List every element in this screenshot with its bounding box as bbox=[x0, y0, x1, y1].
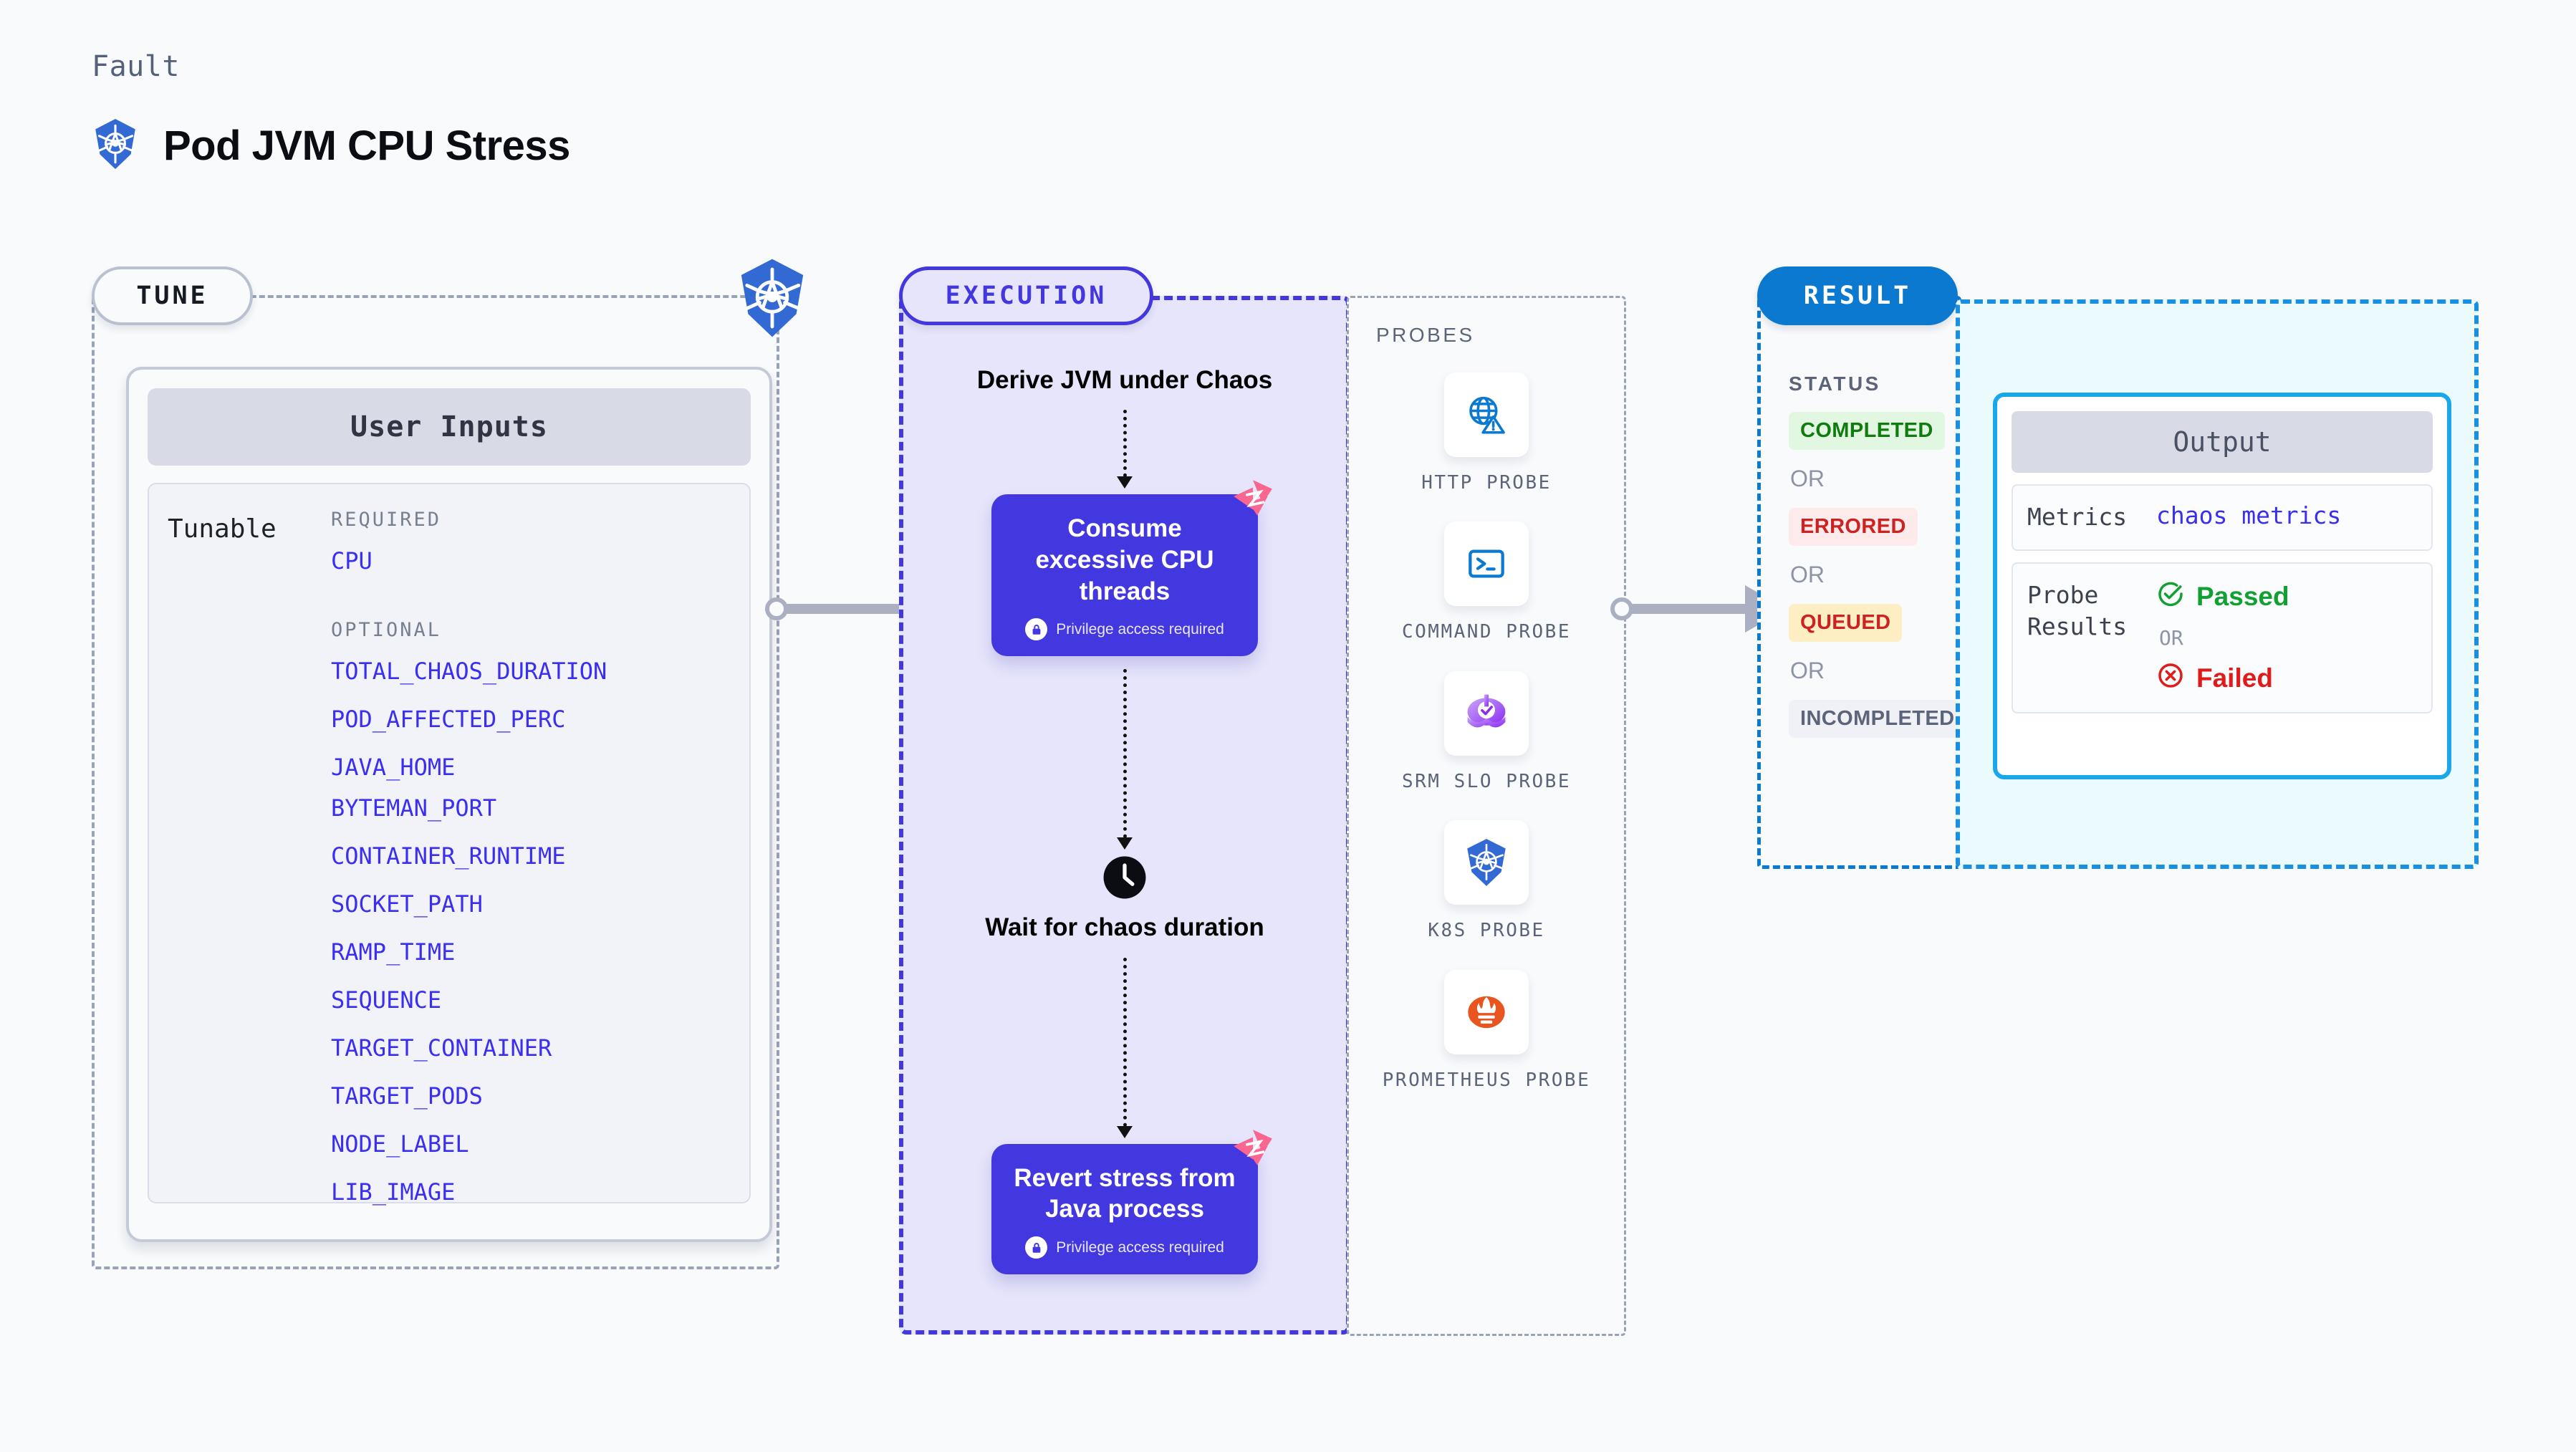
srm-slo-icon bbox=[1444, 670, 1529, 756]
output-metrics-row: Metrics chaos metrics bbox=[2012, 484, 2433, 551]
status-or-3: OR bbox=[1790, 658, 1825, 683]
tune-chip[interactable]: TUNE bbox=[92, 266, 253, 325]
kubernetes-icon bbox=[92, 118, 139, 173]
probes-title: PROBES bbox=[1376, 324, 1475, 346]
flow-arrow-1 bbox=[1117, 410, 1133, 489]
output-title: Output bbox=[2012, 411, 2433, 473]
param-target-container[interactable]: TARGET_CONTAINER bbox=[331, 1034, 552, 1062]
page-title-row: Pod JVM CPU Stress bbox=[92, 118, 570, 173]
probe-name: K8S PROBE bbox=[1428, 920, 1545, 942]
globe-warning-icon bbox=[1444, 372, 1529, 457]
execution-step-derive-jvm: Derive JVM under Chaos bbox=[976, 366, 1273, 394]
probes-panel bbox=[1347, 296, 1626, 1336]
kubernetes-icon bbox=[1444, 820, 1529, 905]
output-metrics-value[interactable]: chaos metrics bbox=[2156, 501, 2342, 529]
result-chip[interactable]: RESULT bbox=[1757, 266, 1958, 325]
status-or-1: OR bbox=[1790, 466, 1825, 491]
output-probe-results-values: Passed OR Failed bbox=[2156, 580, 2289, 696]
probe-prometheus[interactable]: PROMETHEUS PROBE bbox=[1379, 969, 1594, 1093]
tune-kubernetes-icon bbox=[732, 258, 812, 338]
status-or-2: OR bbox=[1790, 562, 1825, 587]
probe-command[interactable]: COMMAND PROBE bbox=[1379, 521, 1594, 645]
param-ramp-time[interactable]: RAMP_TIME bbox=[331, 938, 456, 966]
probe-name: SRM SLO PROBE bbox=[1402, 770, 1571, 792]
privilege-badge-label: Privilege access required bbox=[1056, 1239, 1224, 1256]
chaos-flag-icon bbox=[1231, 1127, 1275, 1171]
required-group-label: REQUIRED bbox=[331, 509, 442, 531]
tunable-label: Tunable bbox=[168, 514, 277, 544]
status-badge-incompleted: INCOMPLETED bbox=[1789, 700, 1966, 738]
chaos-flag-icon bbox=[1231, 477, 1275, 521]
probe-http[interactable]: HTTP PROBE bbox=[1379, 372, 1594, 496]
probe-name: COMMAND PROBE bbox=[1402, 621, 1571, 643]
execution-node-consume-cpu[interactable]: Consume excessive CPU threads Privilege … bbox=[991, 480, 1272, 657]
param-total-chaos-duration[interactable]: TOTAL_CHAOS_DURATION bbox=[331, 658, 607, 685]
verdict-passed-label: Passed bbox=[2196, 582, 2289, 612]
status-badge-queued: QUEUED bbox=[1789, 604, 1903, 642]
user-inputs-card: User Inputs Tunable REQUIRED CPU OPTIONA… bbox=[126, 367, 772, 1242]
execution-step-wait: Wait for chaos duration bbox=[985, 913, 1264, 942]
output-probe-results-row: Probe Results Passed OR bbox=[2012, 562, 2433, 713]
param-node-label[interactable]: NODE_LABEL bbox=[331, 1130, 469, 1158]
param-java-home[interactable]: JAVA_HOME bbox=[331, 754, 456, 781]
execution-node-revert-stress[interactable]: Revert stress from Java process Privileg… bbox=[991, 1129, 1272, 1275]
terminal-icon bbox=[1444, 521, 1529, 607]
probe-name: HTTP PROBE bbox=[1421, 472, 1552, 494]
verdict-or: OR bbox=[2159, 625, 2183, 650]
clock-icon bbox=[1102, 855, 1147, 900]
status-title: STATUS bbox=[1789, 372, 1881, 395]
param-socket-path[interactable]: SOCKET_PATH bbox=[331, 890, 483, 918]
param-lib-image[interactable]: LIB_IMAGE bbox=[331, 1178, 456, 1206]
status-badge-completed: COMPLETED bbox=[1789, 412, 1945, 450]
probe-srm-slo[interactable]: SRM SLO PROBE bbox=[1379, 670, 1594, 794]
verdict-passed: Passed bbox=[2156, 580, 2289, 615]
output-card: Output Metrics chaos metrics Probe Resul… bbox=[1993, 393, 2451, 779]
probe-k8s[interactable]: K8S PROBE bbox=[1379, 820, 1594, 943]
param-cpu[interactable]: CPU bbox=[331, 547, 373, 574]
flow-arrow-2 bbox=[1117, 669, 1133, 850]
user-inputs-title: User Inputs bbox=[148, 388, 751, 466]
verdict-failed-label: Failed bbox=[2196, 663, 2273, 693]
execution-node-title: Revert stress from Java process bbox=[1014, 1163, 1236, 1223]
privilege-badge: Privilege access required bbox=[1007, 618, 1242, 641]
lock-icon bbox=[1025, 618, 1048, 641]
tunable-params-column: REQUIRED CPU OPTIONAL TOTAL_CHAOS_DURATI… bbox=[331, 509, 742, 1203]
probes-list: HTTP PROBE COMMAND PROBE bbox=[1347, 372, 1626, 1093]
status-badge-errored: ERRORED bbox=[1789, 508, 1918, 546]
probe-name: PROMETHEUS PROBE bbox=[1382, 1069, 1591, 1091]
param-pod-affected-perc[interactable]: POD_AFFECTED_PERC bbox=[331, 706, 566, 733]
output-metrics-key: Metrics bbox=[2027, 503, 2128, 531]
page-title: Pod JVM CPU Stress bbox=[163, 122, 570, 169]
optional-group-label: OPTIONAL bbox=[331, 619, 442, 641]
execution-chip[interactable]: EXECUTION bbox=[899, 266, 1153, 325]
x-circle-icon bbox=[2156, 661, 2185, 696]
param-byteman-port[interactable]: BYTEMAN_PORT bbox=[331, 794, 497, 822]
check-circle-icon bbox=[2156, 580, 2185, 615]
prometheus-icon bbox=[1444, 969, 1529, 1054]
verdict-failed: Failed bbox=[2156, 661, 2289, 696]
param-target-pods[interactable]: TARGET_PODS bbox=[331, 1082, 483, 1110]
execution-flow: Derive JVM under Chaos Consume excessive… bbox=[899, 296, 1350, 1335]
tunable-row: Tunable REQUIRED CPU OPTIONAL TOTAL_CHAO… bbox=[148, 483, 751, 1203]
execution-node-title: Consume excessive CPU threads bbox=[1035, 514, 1214, 605]
param-sequence[interactable]: SEQUENCE bbox=[331, 986, 442, 1014]
flow-arrow-3 bbox=[1117, 957, 1133, 1138]
privilege-badge: Privilege access required bbox=[1007, 1236, 1242, 1259]
result-panel bbox=[1757, 296, 1961, 869]
output-probe-results-key: Probe Results bbox=[2027, 580, 2128, 641]
status-list: COMPLETED OR ERRORED OR QUEUED OR INCOMP… bbox=[1789, 412, 1966, 738]
lock-icon bbox=[1025, 1236, 1048, 1259]
privilege-badge-label: Privilege access required bbox=[1056, 620, 1224, 638]
fault-eyebrow-label: Fault bbox=[92, 50, 180, 83]
tune-panel bbox=[92, 295, 779, 1269]
param-container-runtime[interactable]: CONTAINER_RUNTIME bbox=[331, 842, 566, 870]
